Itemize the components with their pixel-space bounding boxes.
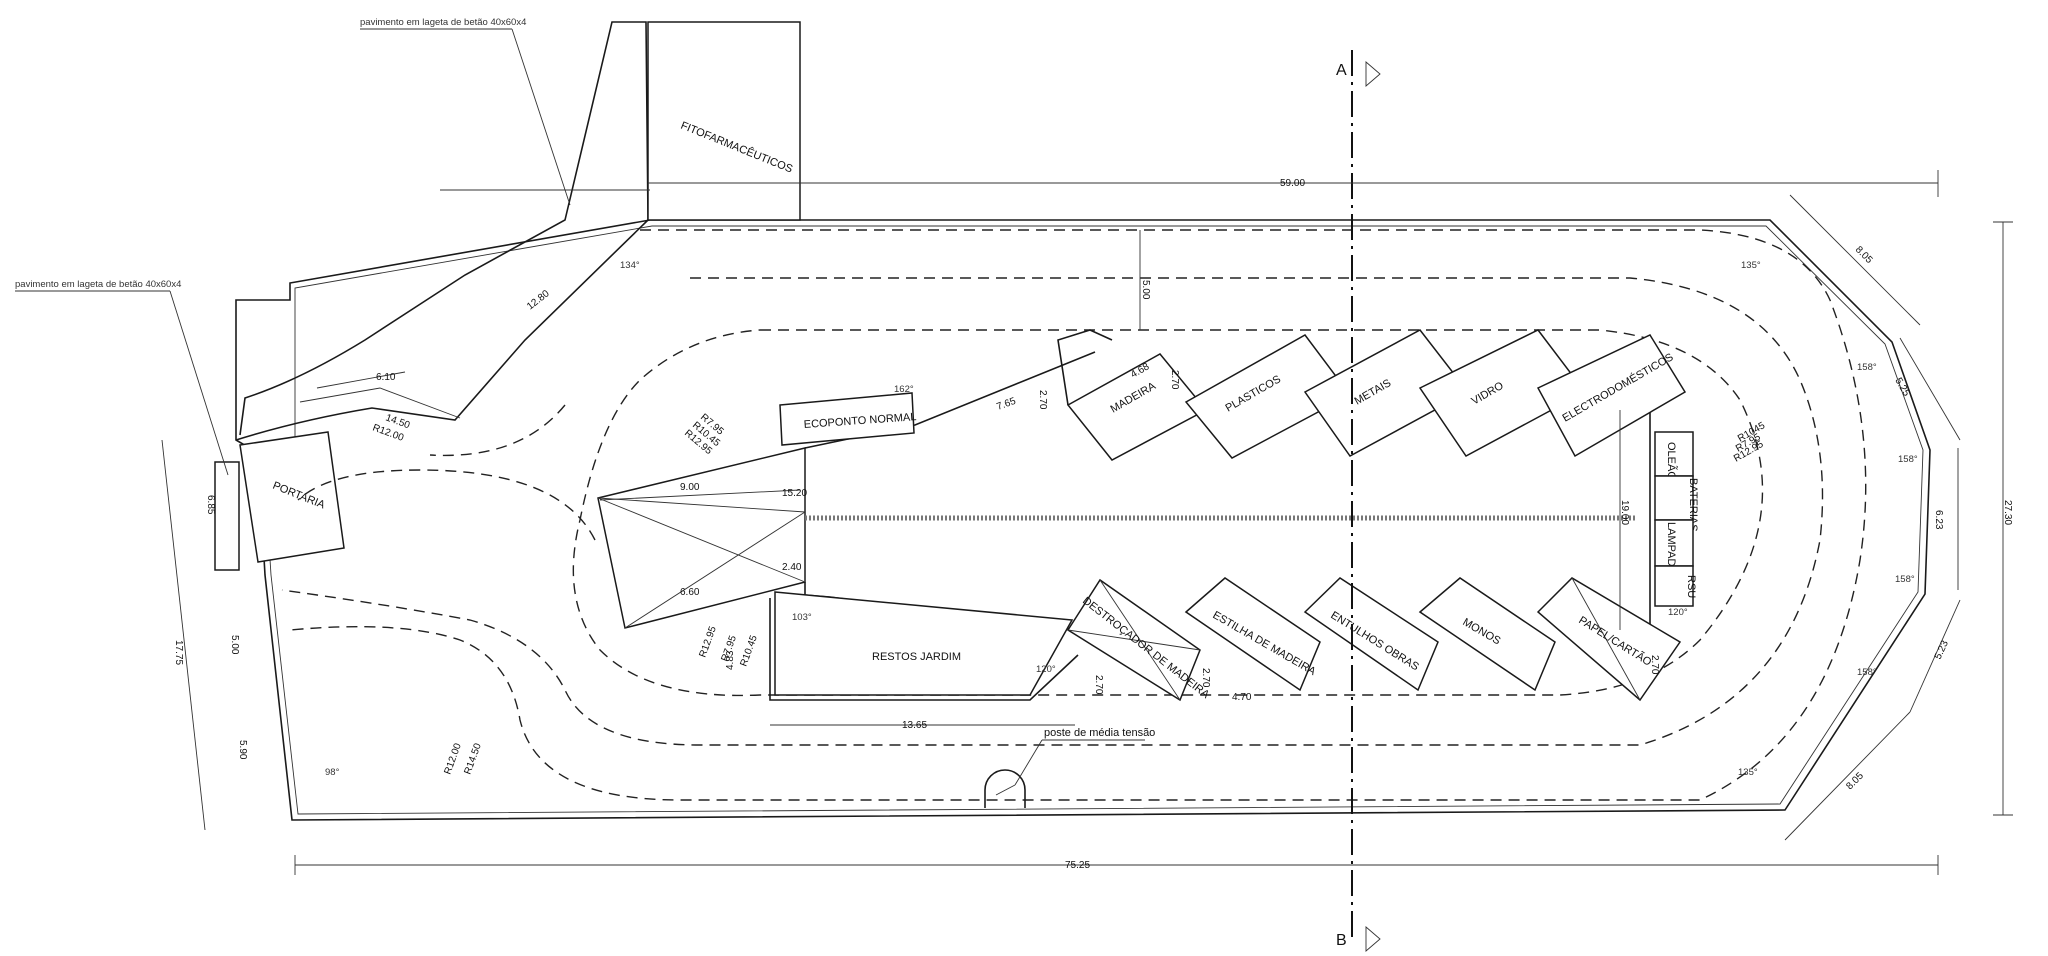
radius-1295-bottom: R12.95 [697, 625, 719, 659]
dim-765: 7.65 [995, 396, 1017, 413]
oleao-label: OLEÃO [1665, 442, 1678, 480]
dim-525: 5.25 [1892, 376, 1911, 399]
dim-483: 4.83 [725, 650, 736, 670]
dim-240: 2.40 [782, 562, 802, 573]
paving-notes: pavimento em lageta de betão 40x60x4 pav… [15, 17, 571, 476]
angle-135-top: 135° [1741, 260, 1761, 271]
pole-symbol: poste de média tensão [984, 727, 1155, 808]
dim-1280: 12.80 [525, 288, 552, 312]
angle-120: 120° [1036, 664, 1056, 675]
dim-1900: 19.00 [1619, 500, 1630, 525]
paving-note-top: pavimento em lageta de betão 40x60x4 [360, 17, 526, 28]
section-a-label: A [1336, 62, 1347, 79]
section-axis: A B [1336, 50, 1381, 952]
dim-805-top: 8.05 [1853, 244, 1875, 266]
road-lanes [281, 229, 1867, 801]
dim-610: 6.10 [376, 372, 396, 383]
radius-795-bottom: R7.95 [719, 634, 739, 663]
dim-270-a: 2.70 [1169, 370, 1180, 390]
portaria-building: PORTARIA [214, 431, 345, 571]
radius-1450-bottom: R14.50 [462, 742, 484, 776]
fitofarmaceuticos-building: FITOFARMACÊUTICOS [647, 21, 801, 221]
angle-98: 98° [325, 767, 340, 778]
angle-labels: 134° 135° 158° 158° 158° 158° 135° 98° 1… [325, 260, 1918, 778]
dim-7525: 75.25 [1065, 860, 1090, 871]
rsu-label: RSU [1685, 575, 1697, 598]
pole-note: poste de média tensão [1044, 727, 1155, 739]
lower-bays: DESTROÇADOR DE MADEIRA ESTILHA DE MADEIR… [1066, 577, 1682, 701]
angle-158-b: 158° [1898, 454, 1918, 465]
angle-158-d: 158° [1857, 667, 1877, 678]
angle-158-a: 158° [1857, 362, 1877, 373]
angle-158-c: 158° [1895, 574, 1915, 585]
baterias-label: BATERIAS [1687, 478, 1699, 532]
dim-623: 6.23 [1933, 510, 1944, 530]
section-b-label: B [1336, 932, 1347, 949]
upper-bays: MADEIRA PLASTICOS METAIS VIDRO ELECTRODO… [1057, 329, 1687, 461]
dim-270-d: 2.70 [1200, 668, 1211, 688]
right-column-bays: OLEÃO BATERIAS LAMPADAS RSU [1654, 431, 1699, 607]
angle-162: 162° [894, 384, 914, 395]
dim-685: 6.85 [205, 495, 216, 515]
dim-270-e: 2.70 [1649, 655, 1660, 675]
restos-jardim-area: RESTOS JARDIM [774, 591, 1074, 696]
dim-500-centre: 5.00 [1140, 280, 1151, 300]
access-road [235, 21, 649, 441]
dim-1775: 17.75 [173, 640, 184, 665]
radius-1045-bottom: R10.45 [738, 634, 760, 668]
dim-805-bottom: 8.05 [1844, 770, 1866, 792]
dim-523: 5.23 [1933, 639, 1951, 662]
angle-134: 134° [620, 260, 640, 271]
dim-1365: 13.65 [902, 720, 927, 731]
ecoponto-bay: ECOPONTO NORMAL [779, 392, 917, 446]
restos-jardim-label: RESTOS JARDIM [872, 651, 961, 663]
paving-note-left: pavimento em lageta de betão 40x60x4 [15, 279, 181, 290]
dim-59: 59.00 [1280, 178, 1305, 189]
angle-120-b: 120° [1668, 607, 1688, 618]
dim-1520: 15.20 [782, 488, 807, 499]
dim-900: 9.00 [680, 482, 700, 493]
dim-270-b: 2.70 [1037, 390, 1048, 410]
radius-1200-bottom: R12.00 [442, 742, 464, 776]
dimension-lines [161, 170, 2013, 875]
angle-135-bottom: 135° [1738, 767, 1758, 778]
dim-660: 6.60 [680, 587, 700, 598]
angle-103: 103° [792, 612, 812, 623]
dim-270-c: 2.70 [1093, 675, 1104, 695]
dim-470: 4.70 [1232, 692, 1252, 703]
dim-590: 5.90 [237, 740, 248, 760]
dim-500-left: 5.00 [229, 635, 240, 655]
dim-2730: 27.30 [2002, 500, 2013, 525]
